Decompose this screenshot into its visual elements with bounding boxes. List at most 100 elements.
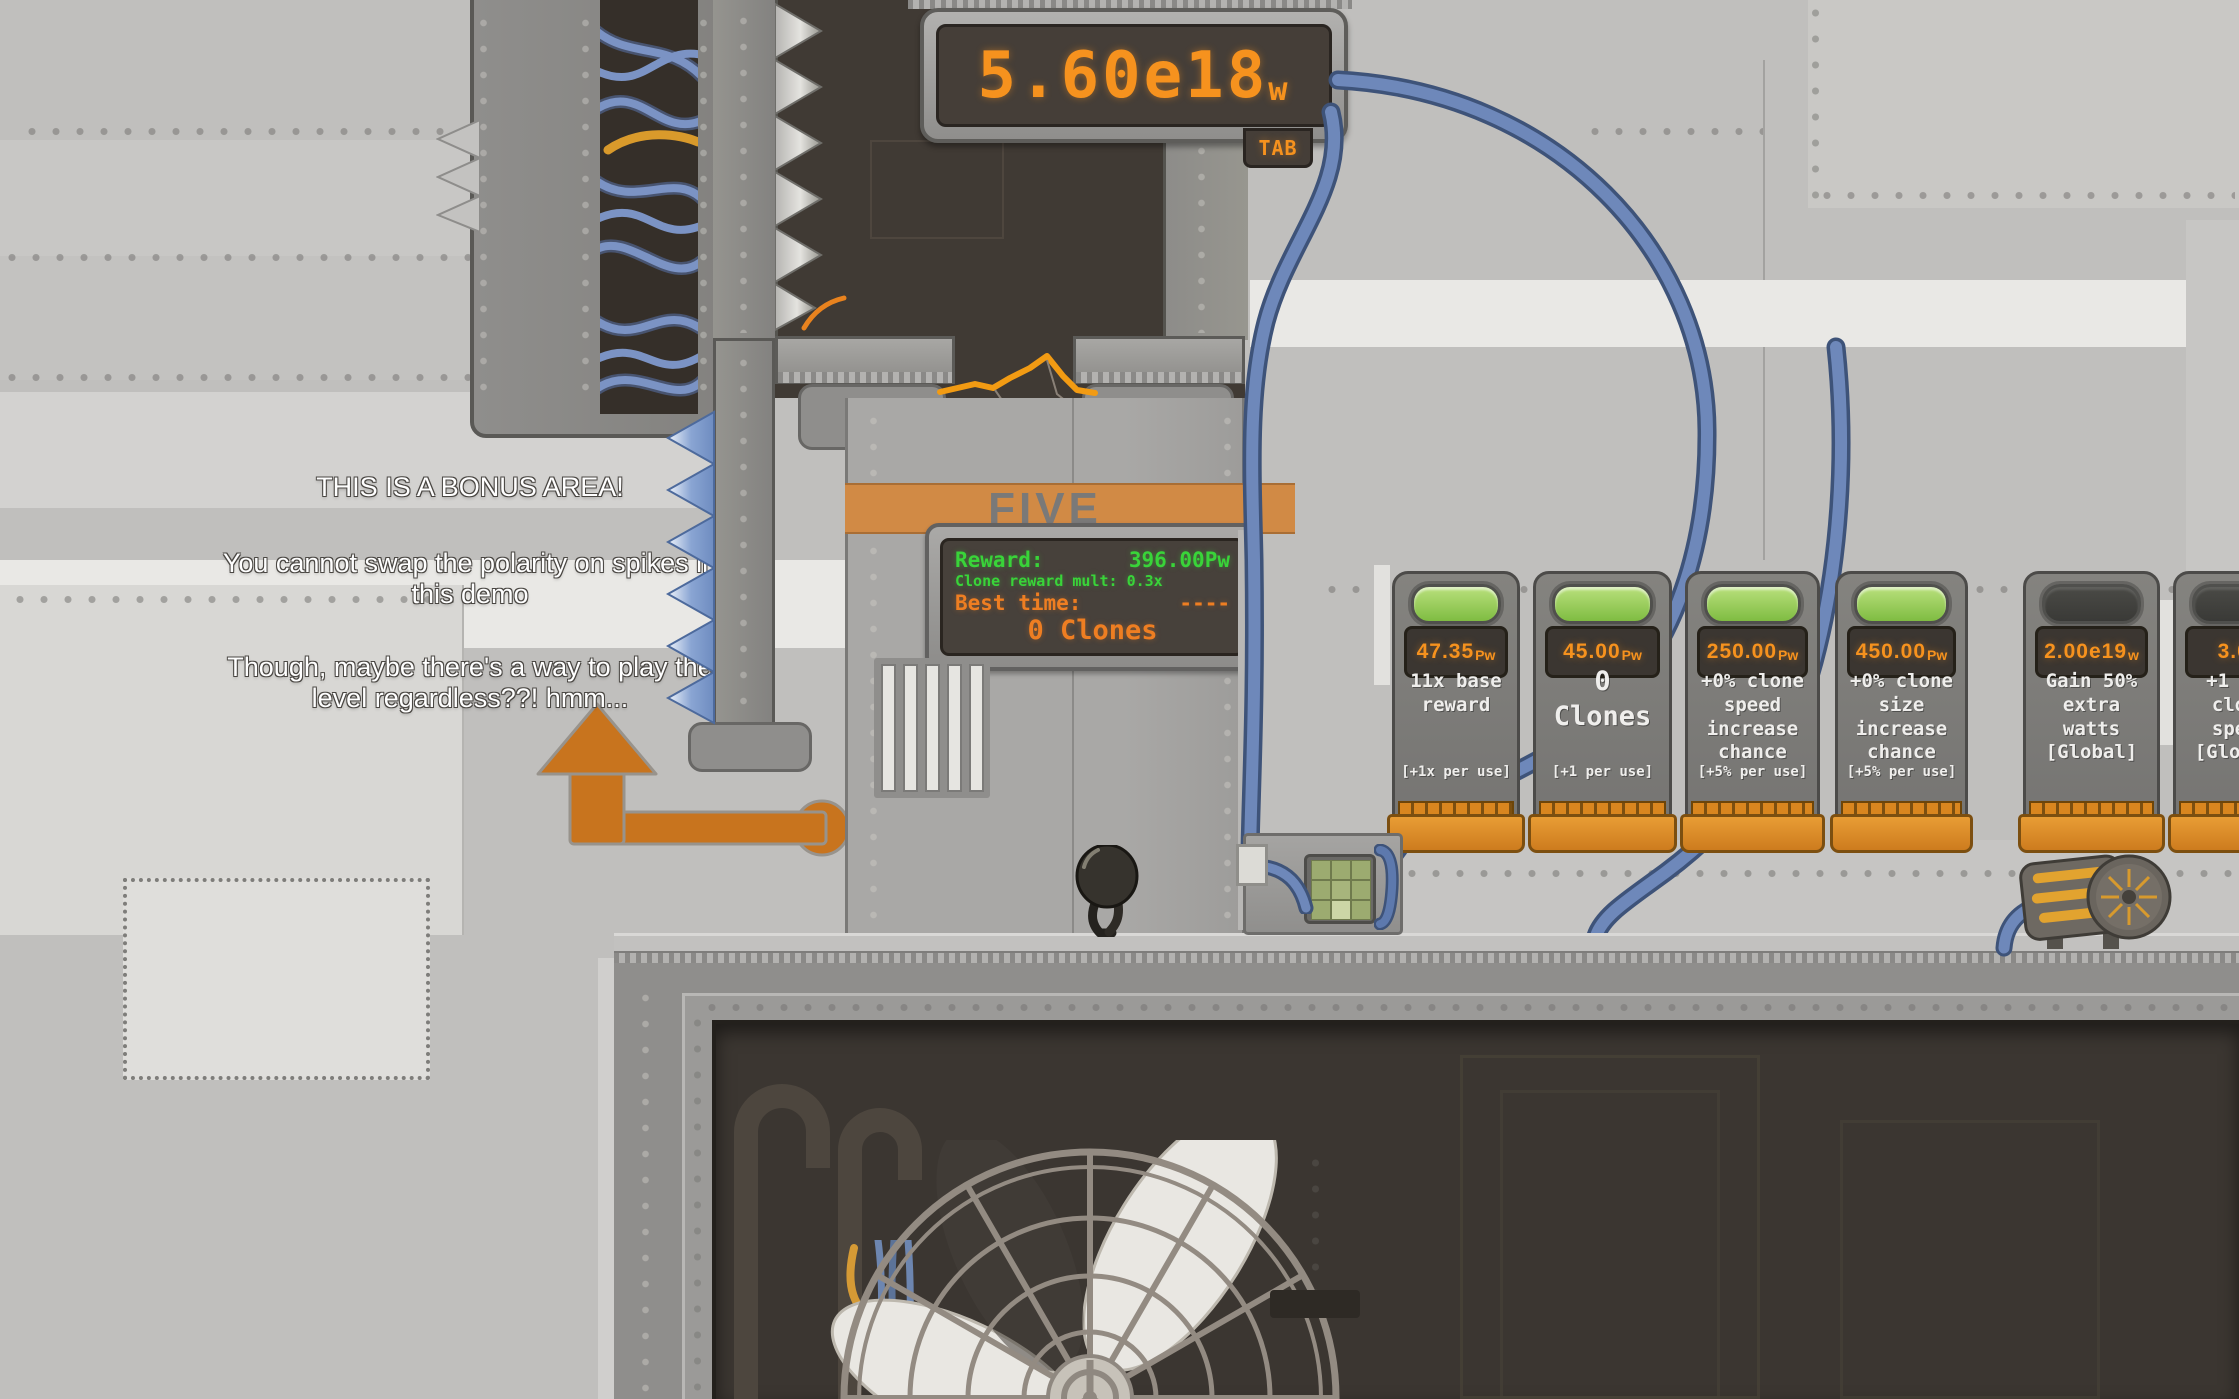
machine-description: 11x base reward (1410, 670, 1502, 716)
machine-light (1704, 584, 1801, 624)
machine-base (1387, 814, 1525, 853)
panel-seam (1374, 565, 1390, 685)
story-line-3: Though, maybe there's a way to play the … (227, 652, 713, 713)
story-line-1: THIS IS A BONUS AREA! (316, 472, 624, 502)
rivet-column (1810, 0, 1821, 200)
rivet-row (0, 252, 614, 263)
level-info-panel: Reward: 396.00Pw Clone reward mult: 0.3x… (925, 523, 1260, 671)
reward-value: 396.00Pw (1128, 548, 1230, 572)
display-mount-teeth (908, 0, 1352, 9)
keypad-box[interactable] (1243, 833, 1403, 935)
machine-price-display: 3.00 (2185, 626, 2239, 678)
rivet-column (1310, 1150, 1321, 1310)
machine-per-use: [+5% per use] (1846, 764, 1957, 780)
machine-light (1411, 584, 1501, 624)
machine-per-use: [+1x per use] (1401, 764, 1511, 780)
rivet-column (640, 985, 651, 1395)
cable-handle (1374, 844, 1399, 930)
shaft-spikes-icon (775, 2, 823, 332)
ledge-left-teeth (778, 372, 952, 383)
column-base (688, 722, 812, 772)
machine-description: +0% clone speed increase chance (1701, 670, 1804, 764)
background-band (1250, 280, 2239, 347)
keypad-key[interactable] (1331, 860, 1351, 880)
reward-label: Reward: (955, 548, 1044, 572)
keypad-key[interactable] (1351, 860, 1371, 880)
energy-crack (937, 353, 1098, 402)
polarity-spikes-icon (665, 410, 715, 725)
keypad-key[interactable] (1331, 880, 1351, 900)
rivet-row (1583, 126, 1763, 137)
background-panel (0, 140, 560, 258)
rivet-column (478, 10, 489, 400)
clone-mult-line: Clone reward mult: 0.3x (955, 572, 1163, 591)
rivet-column (692, 1010, 703, 1399)
watts-unit: w (1268, 69, 1291, 108)
rivet-row (8, 594, 454, 605)
keypad-key[interactable] (1331, 900, 1351, 920)
platform-teeth (614, 953, 2239, 963)
extraction-fan (830, 1140, 1340, 1399)
cable-connector (1236, 844, 1268, 886)
machine-per-use: [+1 per use] (1551, 764, 1654, 780)
wall-spikes-left-icon (436, 118, 480, 234)
interior-beam (1270, 1290, 1360, 1318)
rivet-column (868, 408, 879, 928)
watts-value: 5.60e18 (977, 38, 1269, 113)
platform-surface (614, 933, 2239, 953)
player-character (1075, 845, 1139, 937)
best-time-label: Best time: (955, 590, 1082, 615)
keypad-key[interactable] (1351, 880, 1371, 900)
machine-base (2018, 814, 2165, 853)
rivet-column (738, 8, 749, 333)
rivet-row (0, 372, 614, 383)
panel-seam (2157, 600, 2173, 745)
machine-per-use: [+5% per use] (1697, 764, 1808, 780)
interior-duct-outline (1500, 1090, 1720, 1399)
upgrade-machine-max-clone-speed[interactable]: 3.00 +1 max clone speed [Global] (2168, 571, 2239, 853)
generator-motor (1995, 854, 2172, 957)
rivet-row (1815, 190, 2235, 201)
rivet-row (20, 126, 560, 137)
rivet-column (738, 350, 749, 755)
guide-arrow (536, 702, 851, 857)
best-time-value: ---- (1179, 590, 1230, 615)
machine-light (2192, 584, 2239, 624)
tab-key-hint: TAB (1243, 128, 1313, 168)
background-panel (2186, 220, 2239, 592)
keypad-key[interactable] (1311, 860, 1331, 880)
vent-grille (874, 658, 990, 798)
keypad-plate (1304, 854, 1376, 924)
rivet-column (580, 10, 591, 400)
machine-base (2168, 814, 2239, 853)
machine-description: +1 max clone speed [Global] (2194, 670, 2239, 764)
machine-base (1830, 814, 1973, 853)
rivet-column (1196, 8, 1207, 333)
clones-count: 0 Clones (1027, 614, 1158, 646)
wires-icon (600, 25, 698, 397)
background-panel (123, 878, 430, 1080)
spark-wisp (801, 295, 847, 331)
shaft-seam (870, 140, 1004, 239)
machine-light (2042, 584, 2141, 624)
machine-light (1552, 584, 1653, 624)
keypad-key[interactable] (1311, 880, 1331, 900)
keypad-key[interactable] (1351, 900, 1371, 920)
rivet-column (698, 10, 709, 400)
machine-base (1680, 814, 1825, 853)
rivet-row (700, 1002, 2239, 1013)
background-panel (0, 585, 464, 935)
machine-light (1854, 584, 1949, 624)
interior-duct-outline (1840, 1120, 2100, 1399)
